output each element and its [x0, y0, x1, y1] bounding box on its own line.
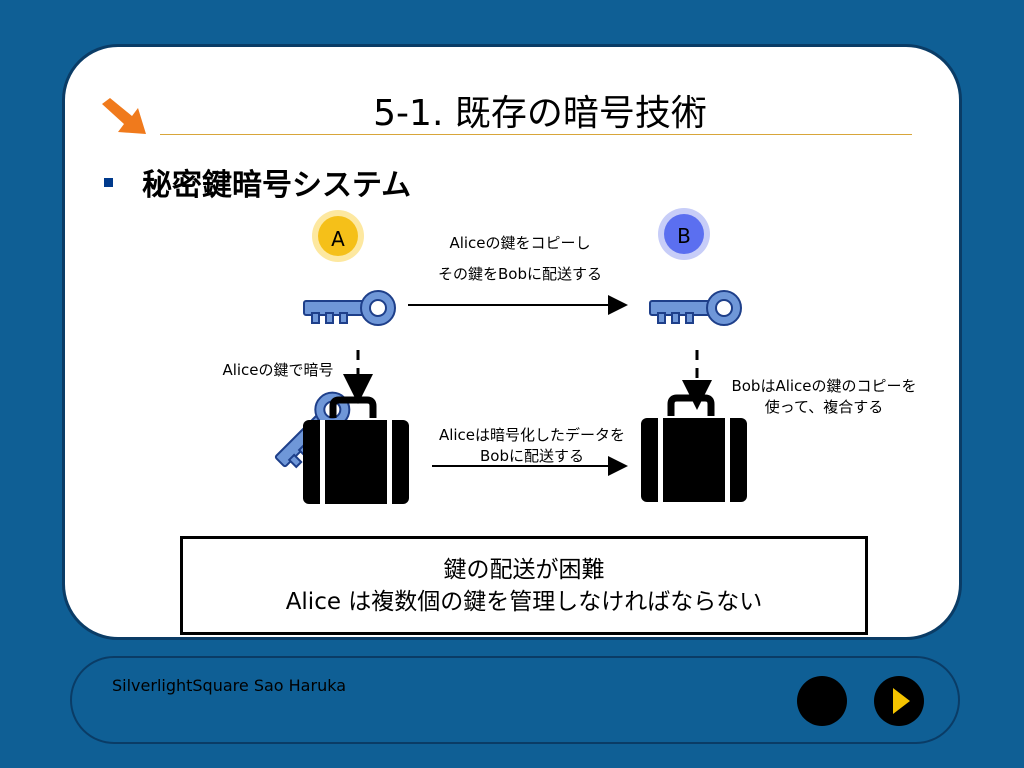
play-triangle-icon [893, 688, 910, 714]
title-divider [160, 134, 912, 135]
decrypt-label-line1: BobはAliceの鍵のコピーを [731, 377, 917, 395]
footer-credit: SilverlightSquare Sao Haruka [112, 676, 346, 695]
conclusion-box: 鍵の配送が困難 Alice は複数個の鍵を管理しなければならない [180, 536, 868, 635]
slide-title: 5-1. 既存の暗号技術 [373, 93, 707, 134]
bob-badge-icon [658, 208, 710, 260]
slide-subtitle: 秘密鍵暗号システム [142, 168, 412, 203]
send-label-line2: Bobに配送する [480, 447, 584, 465]
copy-label-line2: その鍵をBobに配送する [438, 265, 602, 283]
bob-key-icon [649, 290, 742, 326]
decrypt-label-line2: 使って、複合する [764, 398, 884, 416]
conclusion-line1: 鍵の配送が困難 [443, 556, 605, 583]
nav-prev-button[interactable] [797, 676, 847, 726]
alice-badge-letter: A [331, 227, 345, 251]
nav-next-button[interactable] [874, 676, 924, 726]
alice-key-icon [303, 290, 396, 326]
bullet-marker [104, 178, 113, 187]
send-label-line1: Aliceは暗号化したデータを [438, 426, 626, 444]
encrypt-label: Aliceの鍵で暗号 [222, 361, 334, 379]
copy-label-line1: Aliceの鍵をコピーし [449, 234, 591, 252]
orange-arrow-icon [102, 98, 146, 134]
bob-badge-letter: B [677, 224, 691, 248]
conclusion-line2: Alice は複数個の鍵を管理しなければならない [285, 588, 763, 615]
alice-badge-icon [312, 210, 364, 262]
